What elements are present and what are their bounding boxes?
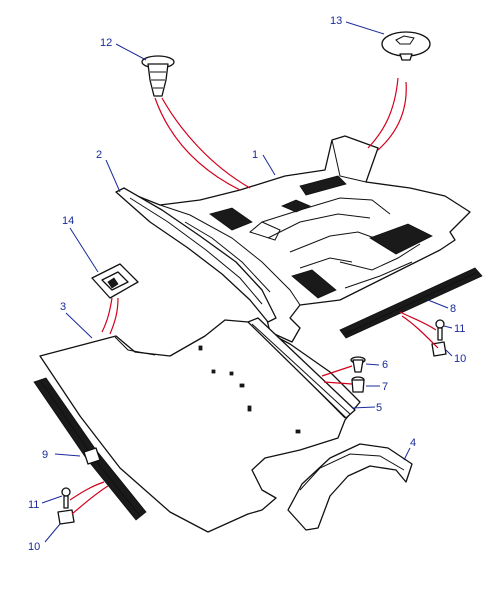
part-2-sill-strip xyxy=(115,187,277,323)
callout-numbers: 1 2 3 4 5 6 7 8 9 10 10 11 11 12 13 14 xyxy=(28,15,466,553)
part-4-wheel-arch xyxy=(287,443,413,531)
callout-4: 4 xyxy=(410,437,416,449)
part-10-clip-left xyxy=(57,509,75,525)
part-1-main-carpet xyxy=(121,135,471,343)
callout-11-right: 11 xyxy=(454,323,465,335)
part-7-grommet xyxy=(351,376,365,393)
callout-10-bottom: 10 xyxy=(28,541,40,553)
callout-3: 3 xyxy=(60,301,66,313)
callout-12: 12 xyxy=(100,37,112,49)
part-8-trim-strip xyxy=(339,267,483,339)
part-13-button-plug xyxy=(381,31,431,61)
callout-10-right: 10 xyxy=(454,353,466,365)
callout-13: 13 xyxy=(330,15,342,27)
callout-8: 8 xyxy=(450,303,456,315)
part-11-screw-right xyxy=(435,319,445,341)
blue-leaders xyxy=(41,21,453,543)
callout-5: 5 xyxy=(376,402,382,414)
part-9-trim-strip xyxy=(33,377,147,521)
callout-14: 14 xyxy=(62,215,74,227)
part-14-clip-plate xyxy=(91,263,139,299)
callout-1: 1 xyxy=(252,149,258,161)
callout-11-left: 11 xyxy=(28,499,39,511)
part-6-grommet xyxy=(350,356,366,373)
callout-6: 6 xyxy=(382,359,388,371)
part-12-fastener xyxy=(141,55,175,97)
red-leaders xyxy=(69,77,439,515)
callout-9: 9 xyxy=(42,449,48,461)
part-3-rear-carpet xyxy=(39,319,361,533)
callout-2: 2 xyxy=(96,149,102,161)
part-5-tunnel-strip xyxy=(247,317,356,419)
callout-7: 7 xyxy=(382,381,388,393)
part-11-screw-left xyxy=(61,487,71,509)
